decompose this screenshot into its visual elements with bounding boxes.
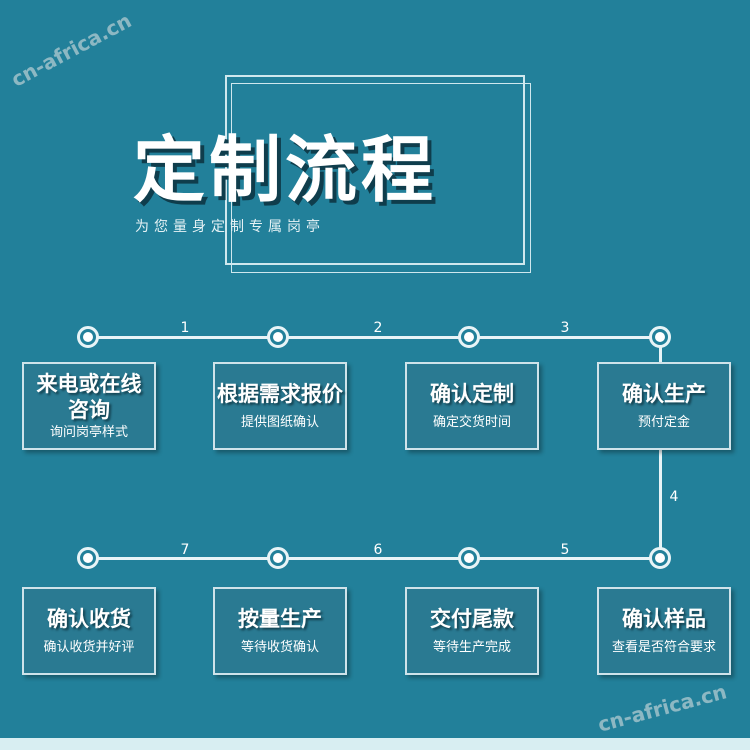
step-node: [458, 547, 480, 569]
watermark: cn-africa.cn: [7, 8, 136, 92]
step-card: 确认定制确定交货时间: [405, 362, 539, 450]
step-title: 确认收货: [47, 607, 131, 631]
step-card: 确认收货确认收货并好评: [22, 587, 156, 675]
step-card: 按量生产等待收货确认: [213, 587, 347, 675]
step-card: 确认样品查看是否符合要求: [597, 587, 731, 675]
connector-line: [88, 557, 660, 560]
step-node: [77, 326, 99, 348]
bottom-strip: [0, 738, 750, 750]
step-card: 根据需求报价提供图纸确认: [213, 362, 347, 450]
step-title: 交付尾款: [430, 607, 514, 631]
step-title: 确认定制: [430, 382, 514, 406]
step-node: [649, 547, 671, 569]
step-desc: 等待收货确认: [240, 640, 319, 655]
connector-number: 7: [180, 542, 190, 558]
step-title: 根据需求报价: [217, 382, 343, 406]
step-node: [267, 326, 289, 348]
step-title: 确认生产: [622, 382, 706, 406]
step-card: 来电或在线咨询询问岗亭样式: [22, 362, 156, 450]
connector-number: 1: [180, 320, 190, 336]
step-title: 按量生产: [238, 607, 322, 631]
connector-number: 6: [373, 542, 383, 558]
step-node: [649, 326, 671, 348]
step-desc: 提供图纸确认: [240, 415, 319, 430]
step-desc: 询问岗亭样式: [49, 425, 128, 440]
step-desc: 预付定金: [637, 415, 690, 430]
connector-line: [88, 336, 660, 339]
connector-number: 3: [560, 320, 570, 336]
step-node: [77, 547, 99, 569]
connector-number: 5: [560, 542, 570, 558]
step-node: [267, 547, 289, 569]
decorative-frame: [231, 83, 531, 273]
connector-number: 4: [669, 489, 679, 505]
step-card: 交付尾款等待生产完成: [405, 587, 539, 675]
step-card: 确认生产预付定金: [597, 362, 731, 450]
page-subtitle: 为您量身定制专属岗亭: [135, 219, 325, 235]
watermark: cn-africa.cn: [595, 679, 730, 737]
step-desc: 查看是否符合要求: [611, 640, 716, 655]
step-desc: 确认收货并好评: [43, 640, 135, 655]
step-desc: 确定交货时间: [432, 415, 511, 430]
page-title: 定制流程: [133, 128, 438, 212]
step-title: 确认样品: [622, 607, 706, 631]
decorative-frame: [225, 75, 525, 265]
connector-number: 2: [373, 320, 383, 336]
step-desc: 等待生产完成: [432, 640, 511, 655]
step-title: 来电或在线咨询: [36, 372, 142, 422]
step-node: [458, 326, 480, 348]
